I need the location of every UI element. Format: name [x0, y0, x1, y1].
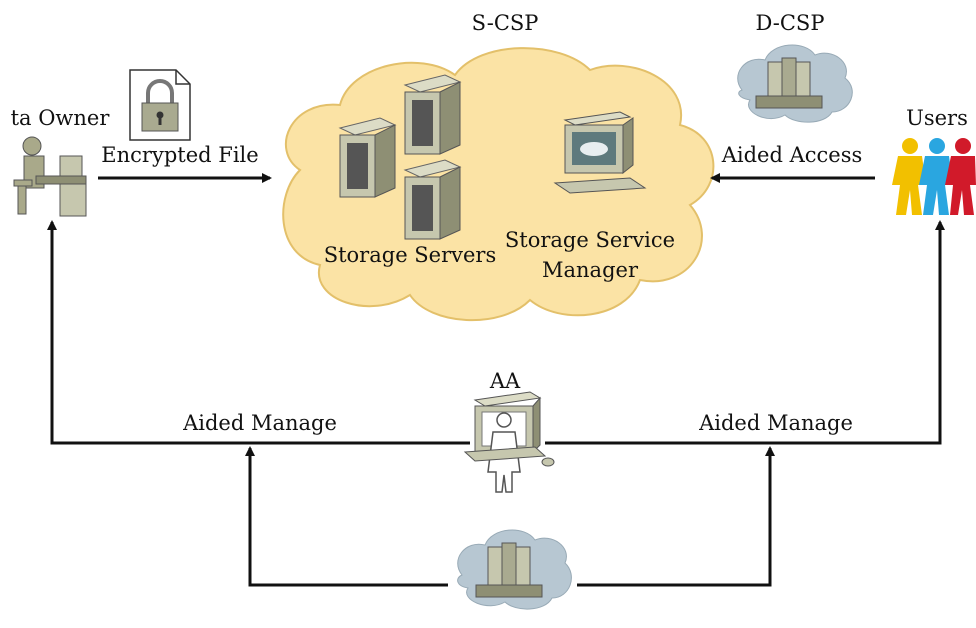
- user-red: [945, 138, 976, 215]
- server-rack-2: [338, 117, 397, 198]
- server-cluster-icon: [755, 57, 823, 109]
- dcsp-cloud: [737, 44, 853, 123]
- users-label: Users: [906, 106, 968, 130]
- aa-to-owner-arrow: [47, 220, 470, 445]
- ssm-label-line2: Manager: [542, 258, 639, 282]
- aa-label: AA: [489, 369, 521, 393]
- bottom-server-cloud: [457, 529, 572, 610]
- admin-person-icon: [463, 391, 555, 493]
- ssm-label-line1: Storage Service: [505, 228, 675, 252]
- server-rack-3: [403, 159, 462, 240]
- aided-manage-right-label: Aided Manage: [698, 411, 853, 435]
- server-rack-1: [403, 74, 462, 155]
- server-cluster-icon: [475, 542, 543, 598]
- user-yellow: [892, 138, 926, 215]
- workstation-icon: [553, 111, 647, 194]
- desk-person-icon: [13, 136, 87, 217]
- encrypted-file-label: Encrypted File: [101, 143, 258, 167]
- bottom-to-right-manage-arrow: [577, 446, 775, 587]
- data-owner-label: ta Owner: [11, 106, 111, 130]
- users-group-icon: [892, 138, 976, 215]
- bottom-to-left-manage-arrow: [245, 446, 448, 587]
- aa-to-users-arrow: [545, 220, 945, 445]
- storage-servers-label: Storage Servers: [324, 243, 497, 267]
- aided-access-label: Aided Access: [721, 143, 863, 167]
- server-cluster-icon: [338, 74, 462, 240]
- dcsp-label: D-CSP: [756, 11, 825, 35]
- scsp-label: S-CSP: [472, 11, 539, 35]
- locked-document-icon: [129, 69, 191, 141]
- user-blue: [919, 138, 953, 215]
- aided-manage-left-label: Aided Manage: [182, 411, 337, 435]
